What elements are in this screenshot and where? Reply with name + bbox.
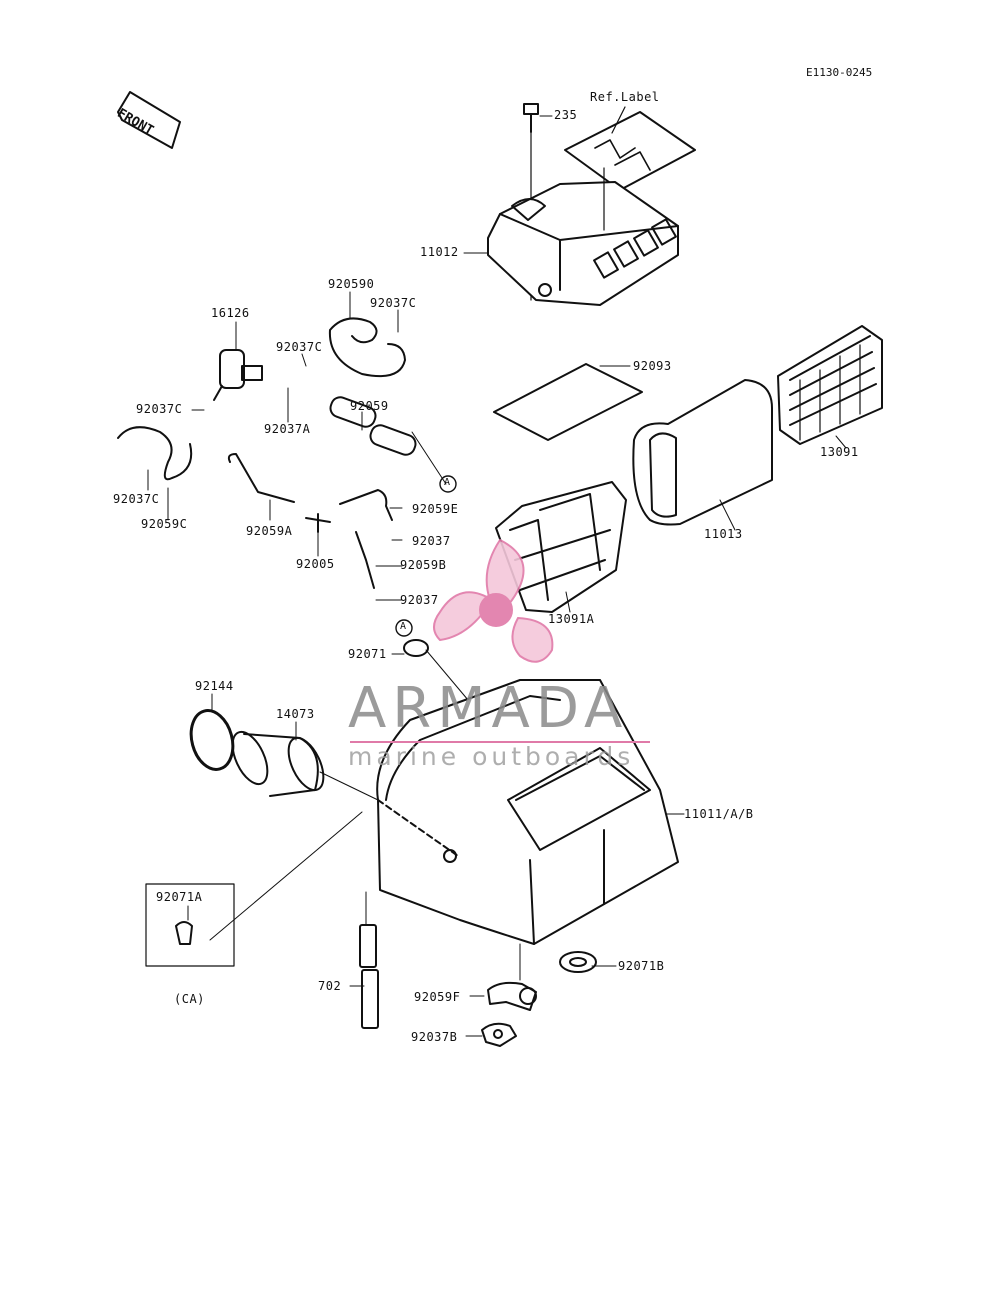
fitting-92071a xyxy=(175,921,193,945)
ref-a-text-1: A xyxy=(444,477,451,488)
label-ca: (CA) xyxy=(174,992,205,1006)
label-92093: 92093 xyxy=(633,359,672,373)
frame-13091a xyxy=(495,481,627,613)
label-92037c-1: 92037C xyxy=(370,296,417,310)
label-92037-2: 92037 xyxy=(400,593,439,607)
label-14073: 14073 xyxy=(276,707,315,721)
ref-label-text: Ref.Label xyxy=(590,90,660,104)
label-11011: 11011/A/B xyxy=(684,807,754,821)
label-92059: 92059 xyxy=(350,399,389,413)
ref-circle-a-2 xyxy=(395,619,413,637)
diagram-code: E1130-0245 xyxy=(806,66,873,79)
label-92005: 92005 xyxy=(296,557,335,571)
valve-16126 xyxy=(213,349,263,401)
ref-label-card xyxy=(564,106,696,191)
label-11012: 11012 xyxy=(420,245,459,259)
clamp-92037b xyxy=(481,1022,517,1047)
label-92071b: 92071B xyxy=(618,959,665,973)
label-92037-1: 92037 xyxy=(412,534,451,548)
air-cleaner-cover-11012 xyxy=(487,167,679,306)
hose-92059a xyxy=(227,453,295,503)
label-13091a: 13091A xyxy=(548,612,595,626)
watermark-title: ARMADA xyxy=(348,676,629,741)
ref-circle-a-1 xyxy=(439,475,457,493)
duct-14073 xyxy=(231,730,325,797)
label-702: 702 xyxy=(318,979,342,993)
ref-a-text-2: A xyxy=(400,621,407,632)
hose-92059b xyxy=(355,531,375,589)
hose-920590 xyxy=(328,317,406,378)
label-92144: 92144 xyxy=(195,679,234,693)
hose-92059 xyxy=(329,396,417,456)
watermark-propeller-icon xyxy=(433,538,554,663)
label-92059e: 92059E xyxy=(412,502,459,516)
tee-92005 xyxy=(305,513,331,533)
label-11013: 11013 xyxy=(704,527,743,541)
label-13091: 13091 xyxy=(820,445,859,459)
label-92059b: 92059B xyxy=(400,558,447,572)
grommet-92071 xyxy=(403,639,429,657)
hose-92059f xyxy=(487,981,537,1011)
label-92059a: 92059A xyxy=(246,524,293,538)
label-92059c: 92059C xyxy=(141,517,188,531)
label-16126: 16126 xyxy=(211,306,250,320)
label-92037c-3: 92037C xyxy=(136,402,183,416)
air-box-11011 xyxy=(376,679,679,945)
label-235: 235 xyxy=(554,108,578,122)
label-92037c-4: 92037C xyxy=(113,492,160,506)
label-92037c-2: 92037C xyxy=(276,340,323,354)
ring-92144 xyxy=(189,709,235,771)
label-92037a: 92037A xyxy=(264,422,311,436)
grommet-92071b xyxy=(559,951,597,973)
label-92071: 92071 xyxy=(348,647,387,661)
tube-702-a xyxy=(359,924,377,968)
element-11013 xyxy=(632,379,773,526)
label-92037b: 92037B xyxy=(411,1030,458,1044)
label-92059f: 92059F xyxy=(414,990,461,1004)
ca-box xyxy=(145,883,235,967)
label-920590: 920590 xyxy=(328,277,375,291)
plate-92093 xyxy=(493,363,643,441)
hose-92059e xyxy=(339,489,393,521)
frame-13091 xyxy=(777,325,883,445)
label-92071a: 92071A xyxy=(156,890,203,904)
tube-702-b xyxy=(361,969,379,1029)
front-arrow-icon xyxy=(117,91,181,149)
hose-92059c xyxy=(117,426,193,481)
watermark-subtitle: marine outboards xyxy=(348,742,635,771)
